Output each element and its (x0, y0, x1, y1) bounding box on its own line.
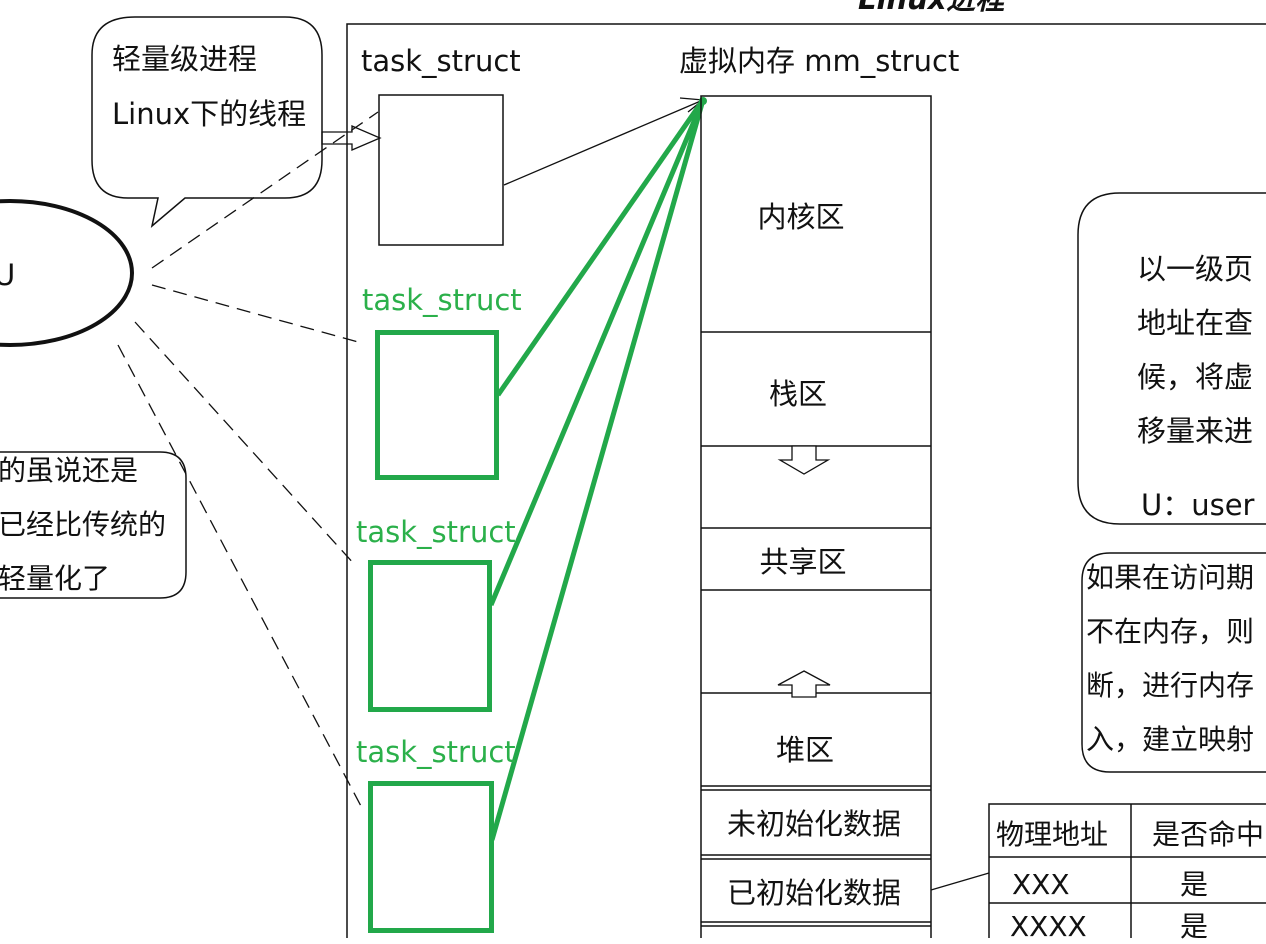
mm-struct-column (700, 95, 932, 938)
task-struct-green-box-2 (368, 560, 492, 712)
page-table-cell: XXXX (1010, 910, 1087, 943)
dashed-links (117, 111, 379, 809)
page-note-line-4: 移量来进 (1137, 414, 1254, 448)
fault-note-line-3: 断，进行内存 (1086, 669, 1255, 702)
callout-line-2: Linux下的线程 (112, 97, 307, 131)
fault-note-line-1: 如果在访问期 (1086, 561, 1255, 594)
task-struct-green-label-3: task_struct (356, 735, 516, 769)
fault-note-line-4: 入，建立映射 (1086, 723, 1255, 756)
left-callout-line-2: 已经比传统的 (0, 508, 167, 541)
process-frame (346, 23, 1266, 938)
page-table-header-physical: 物理地址 (996, 818, 1109, 851)
task-struct-main-label: task_struct (361, 44, 521, 78)
page-title: Linux进程 (858, 0, 1004, 16)
callout-bubble-top (91, 16, 323, 228)
fault-note-box (1081, 552, 1266, 773)
fault-note-line-2: 不在内存，则 (1086, 615, 1255, 648)
page-table-cell: 是 (1180, 910, 1209, 943)
task-struct-green-box-3 (368, 781, 494, 933)
heap-up-arrow (777, 670, 831, 698)
page-note-box (1077, 192, 1266, 525)
page-table-cell: XXX (1012, 868, 1070, 901)
left-callout-line-1: 的虽说还是 (0, 454, 139, 487)
segment-bss: 未初始化数据 (726, 807, 901, 841)
ellipse-label: U (0, 258, 16, 292)
segment-kernel: 内核区 (757, 200, 845, 234)
callout-bubble-left (0, 451, 187, 599)
task-struct-green-box-1 (375, 330, 499, 480)
stack-down-arrow (777, 445, 831, 475)
left-callout-line-3: 轻量化了 (0, 562, 111, 595)
task-struct-green-label-1: task_struct (362, 283, 522, 317)
page-note-line-1: 以一级页 (1137, 252, 1254, 286)
segment-stack: 栈区 (768, 377, 827, 411)
hollow-arrow-right (321, 125, 382, 151)
task-struct-green-label-2: task_struct (356, 515, 516, 549)
mm-struct-title: 虚拟内存 mm_struct (679, 44, 960, 78)
thread-ellipse (0, 199, 134, 347)
page-note-line-2: 地址在查 (1137, 306, 1254, 340)
page-note-line-3: 候，将虚 (1137, 360, 1254, 394)
segment-shared: 共享区 (759, 545, 847, 579)
callout-line-1: 轻量级进程 (112, 42, 258, 76)
green-links (488, 98, 706, 841)
page-table-cell: 是 (1180, 868, 1209, 901)
page-note-user: U：user (1141, 488, 1255, 522)
task-struct-main-box (378, 94, 504, 246)
segment-data: 已初始化数据 (726, 876, 901, 910)
segment-heap: 堆区 (775, 733, 834, 767)
page-table-grid (988, 803, 1266, 938)
page-table-header-hit: 是否命中 (1152, 818, 1265, 851)
